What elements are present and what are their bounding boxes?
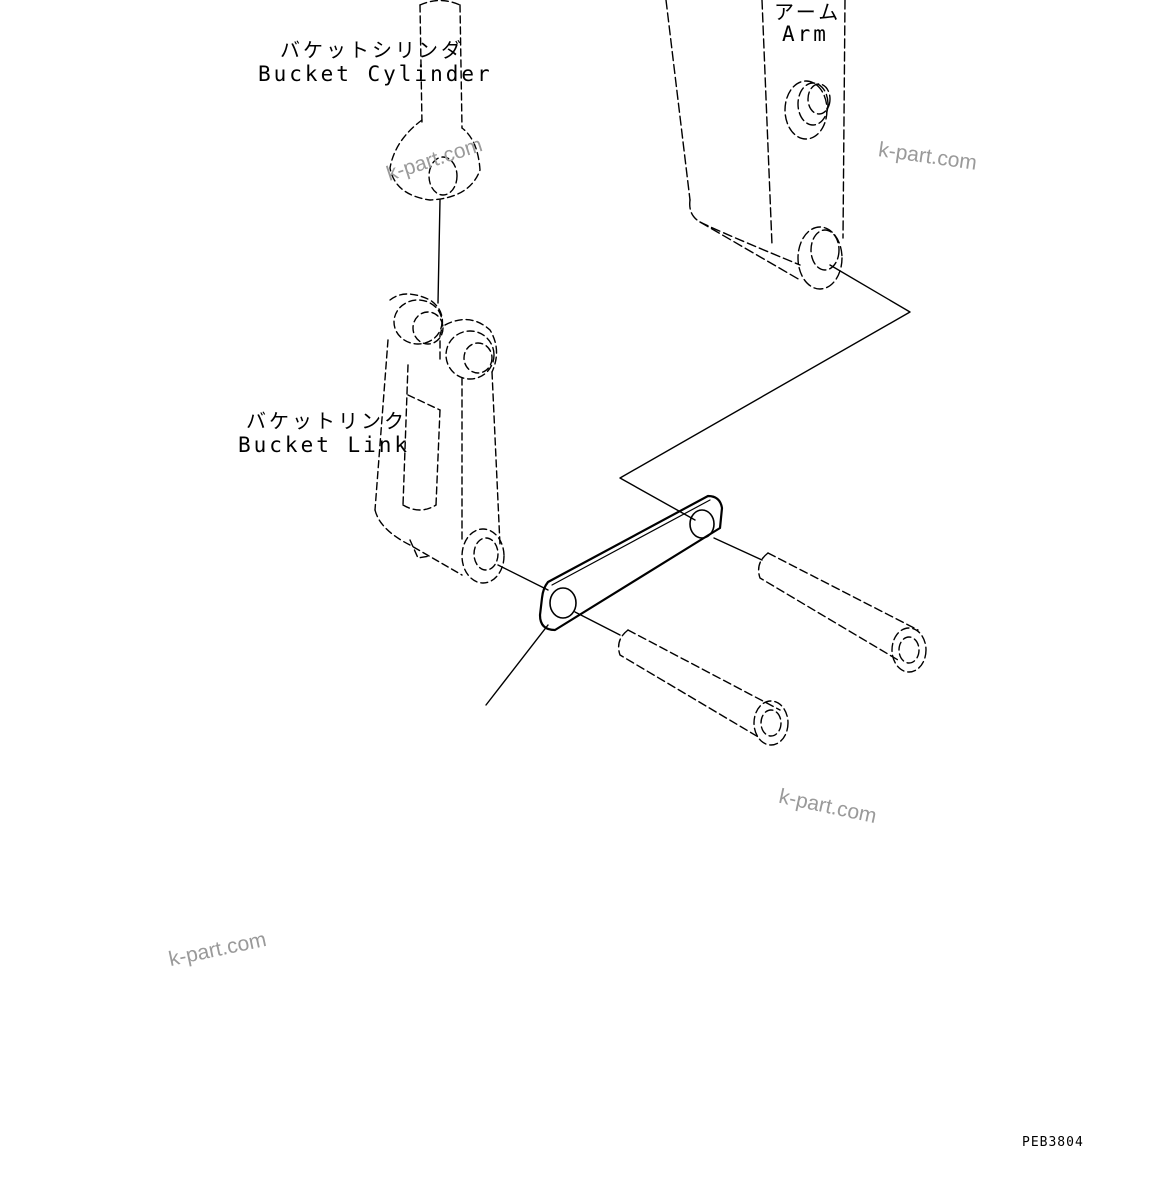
leader-line-cylinder <box>437 199 441 304</box>
leader-line-arm <box>619 264 911 521</box>
bucket-cylinder-outline <box>389 0 481 201</box>
bucket-link-outline <box>374 293 505 584</box>
leader-line-link <box>497 564 549 591</box>
part-leader-line <box>485 624 549 706</box>
pin-upper <box>757 552 927 673</box>
bucket-cylinder-label-en: Bucket Cylinder <box>258 62 493 86</box>
bucket-cylinder-label-jp: バケットシリンダ <box>280 38 464 62</box>
link-plate <box>538 494 724 632</box>
bucket-link-label-en: Bucket Link <box>238 433 411 457</box>
arm-label-en: Arm <box>782 22 829 46</box>
pin-lower <box>617 629 789 746</box>
arm-outline <box>665 0 846 290</box>
arm-label-jp: アーム <box>774 0 842 24</box>
bucket-link-label-jp: バケットリンク <box>246 409 407 433</box>
drawing-code: PEB3804 <box>1022 1135 1084 1150</box>
